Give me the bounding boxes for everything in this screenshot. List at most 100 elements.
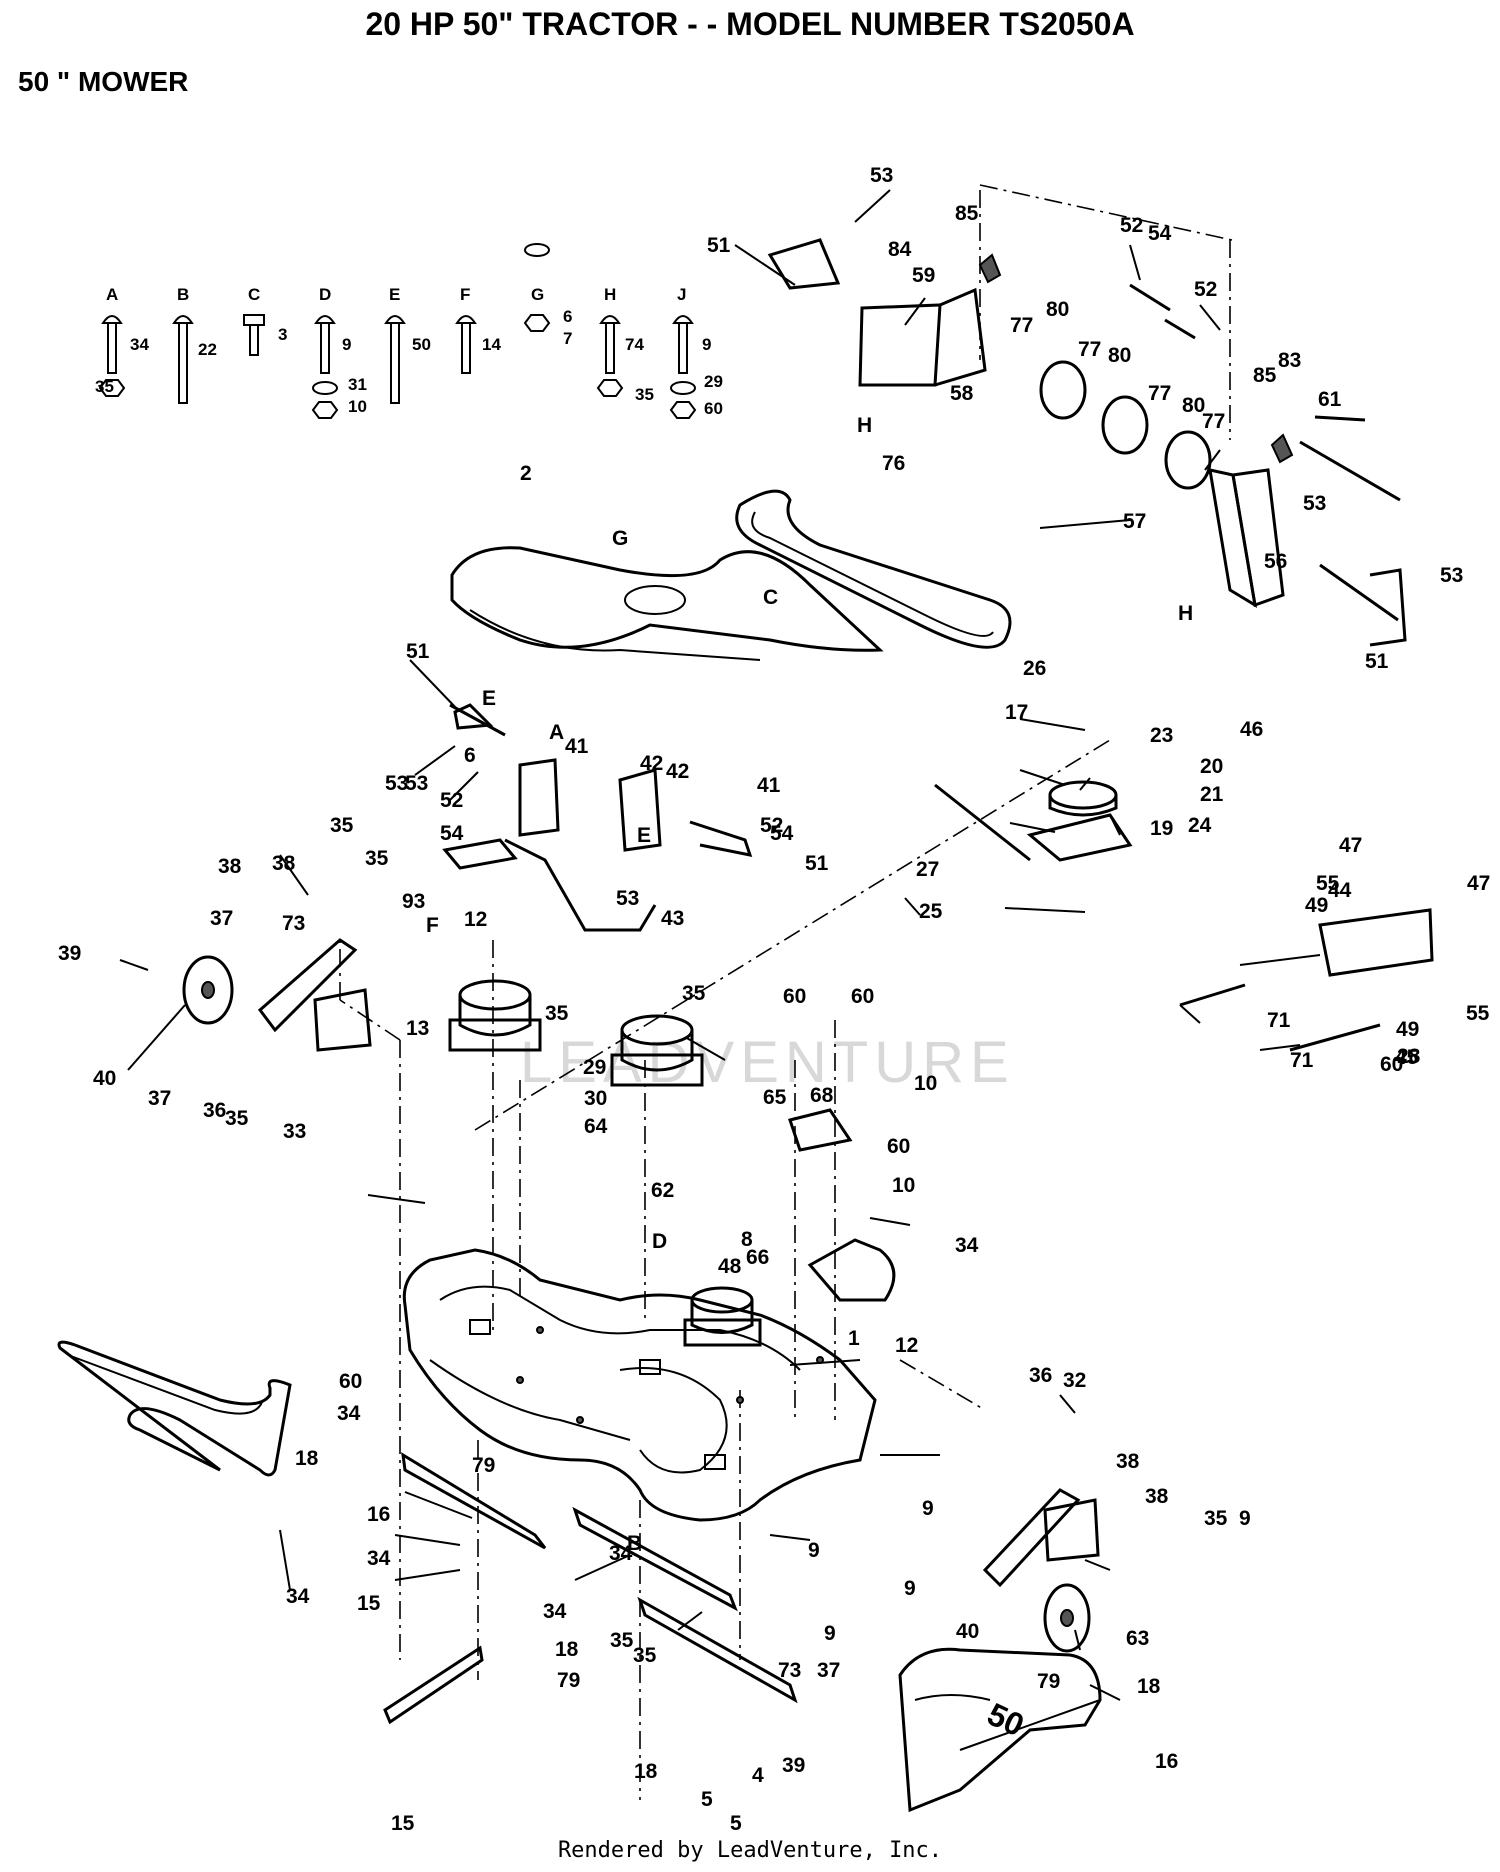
page-title: 20 HP 50" TRACTOR - - MODEL NUMBER TS205… [365,6,1135,42]
callout-label: 51 [1365,650,1389,673]
callout-label: 8 [741,1228,753,1251]
callout-label: 5 [701,1788,713,1811]
callout-label: 35 [633,1644,657,1667]
callout-label: 52 [440,789,463,812]
callout-label: 20 [1200,755,1223,778]
callout-label: 93 [402,890,425,913]
legend-number: 9 [342,335,351,354]
callout-label: H [857,414,872,437]
callout-label: 53 [405,772,428,795]
callout-label: 49 [1305,894,1328,917]
callout-label: 34 [543,1600,567,1623]
callout-label: 35 [365,847,389,870]
callout-label: 52 [760,814,783,837]
callout-label: 60 [887,1135,910,1158]
callout-label: 18 [634,1760,658,1783]
callout-label: 38 [272,852,296,875]
legend-number: 22 [198,340,217,359]
legend-number: 3 [278,325,287,344]
callout-label: 79 [557,1669,580,1692]
callout-label: 19 [1150,817,1173,840]
callout-label: 66 [746,1246,769,1269]
callout-label: 38 [218,855,242,878]
callout-label: 54 [440,822,464,845]
callout-label: 80 [1182,394,1205,417]
callout-label: B [627,1532,642,1555]
callout-label: 26 [1023,657,1046,680]
discharge-chute: 50 [898,1647,1102,1813]
legend-letter-j: J [677,285,686,304]
callout-label: G [612,527,628,550]
callout-label: 36 [1029,1364,1052,1387]
callout-label: 63 [1126,1627,1149,1650]
callout-label: 38 [1145,1485,1169,1508]
callout-label: 59 [912,264,935,287]
callout-label: 41 [565,735,589,758]
callout-label: 85 [1253,364,1277,387]
deck-cover [450,546,884,661]
callout-label: 53 [1440,564,1463,587]
callout-label: 4 [752,1764,764,1787]
watermark: LEADVENTURE [520,1030,1015,1095]
callout-label: 9 [808,1539,820,1562]
callout-label: 25 [919,900,943,923]
callout-label: 47 [1467,872,1490,895]
callout-label: 17 [1005,701,1028,724]
legend-number: 29 [704,372,723,391]
callout-label: 46 [1240,718,1263,741]
callout-label: 18 [555,1638,579,1661]
callout-label: 77 [1010,314,1033,337]
callout-label: 71 [1267,1009,1291,1032]
callout-label: 55 [1466,1002,1490,1025]
callout-label: 61 [1318,388,1342,411]
assembly-lines [339,184,1233,1800]
callout-label: 1 [848,1327,860,1350]
callout-label: 43 [661,907,684,930]
callout-label: D [652,1230,667,1253]
callout-label: 79 [1037,1670,1060,1693]
callout-label: 37 [210,907,233,930]
legend-number: 10 [348,397,367,416]
legend-letter-g: G [531,285,544,304]
callout-label: 9 [922,1497,934,1520]
legend-letter-e: E [389,285,400,304]
callout-label: 51 [805,852,829,875]
callout-label: 53 [616,887,639,910]
callout-label: 64 [584,1115,608,1138]
callout-label: 80 [1108,344,1131,367]
callout-label: 35 [682,982,706,1005]
legend-number: 60 [704,399,723,418]
callout-label: 23 [1150,724,1173,747]
callout-label: 53 [1303,492,1326,515]
callout-label: 15 [357,1592,381,1615]
callout-label: 32 [1063,1369,1086,1392]
callout-label: 9 [904,1577,916,1600]
callout-label: 18 [295,1447,319,1470]
callout-label: 35 [1204,1507,1228,1530]
footer-credit: Rendered by LeadVenture, Inc. [557,1838,943,1863]
callout-label: 52 [1194,278,1217,301]
callout-label: 16 [1155,1750,1178,1773]
callout-label: 51 [406,640,430,663]
legend-number: 6 [563,307,572,326]
callout-label: 12 [464,908,487,931]
leader-lines [119,189,1321,1751]
callout-label: 55 [1316,872,1340,895]
callout-label: 79 [472,1454,495,1477]
legend-letter-a: A [106,285,118,304]
callout-label: F [426,914,439,937]
legend-letter-h: H [604,285,616,304]
callout-label: 53 [870,164,893,187]
callout-label: 58 [950,382,974,405]
callout-label: 42 [640,752,663,775]
callout-label: E [482,687,496,710]
callout-label: 85 [955,202,979,225]
callout-label: 29 [583,1056,606,1079]
section-subtitle: 50 " MOWER [18,66,189,97]
callout-label: 60 [339,1370,362,1393]
callout-label: 57 [1123,510,1146,533]
callout-label: 56 [1264,550,1287,573]
callout-label: H [1178,602,1193,625]
callout-label: 6 [464,744,476,767]
